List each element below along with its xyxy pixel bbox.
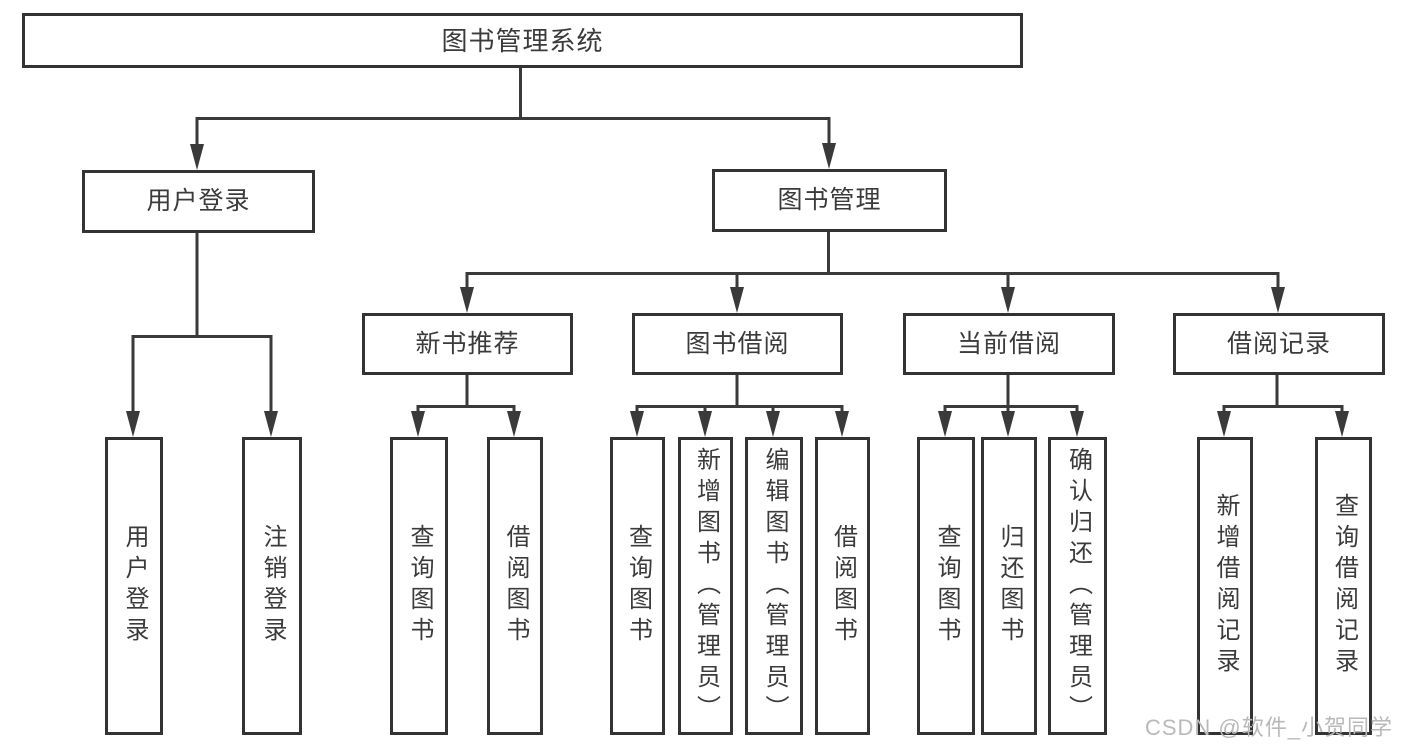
node-label: 用户登录	[121, 524, 148, 648]
csdn-watermark: CSDN @软件_小贺同学	[1144, 715, 1393, 740]
node-leaf-add-borrow-record: 新增借阅记录	[1197, 437, 1253, 735]
node-leaf-query-borrow-record: 查询借阅记录	[1315, 437, 1372, 735]
node-book-mgmt-system: 图书管理系统	[22, 13, 1023, 68]
node-leaf-return-book: 归还图书	[981, 437, 1037, 735]
node-book-borrow: 图书借阅	[632, 313, 843, 375]
node-label: 借阅图书	[502, 524, 529, 648]
node-label: 查询借阅记录	[1330, 493, 1358, 679]
node-label: 查询图书	[406, 524, 433, 648]
node-user-login: 用户登录	[82, 170, 315, 233]
node-label: 图书管理	[777, 186, 882, 214]
node-label: 确认归还（管理员）	[1064, 446, 1092, 726]
node-borrow-record: 借阅记录	[1173, 313, 1385, 375]
node-label: 新增图书（管理员）	[692, 446, 720, 726]
node-new-book-rec: 新书推荐	[362, 313, 573, 375]
node-label: 用户登录	[146, 187, 251, 215]
node-label: 编辑图书（管理员）	[761, 446, 788, 726]
node-leaf-borrow-books-borrow: 借阅图书	[815, 437, 870, 735]
node-label: 注销登录	[259, 524, 286, 648]
node-label: 新书推荐	[415, 329, 520, 358]
node-leaf-confirm-return-admin: 确认归还（管理员）	[1048, 437, 1107, 735]
node-leaf-query-books-current: 查询图书	[917, 437, 975, 735]
node-leaf-borrow-books-newrec: 借阅图书	[487, 437, 543, 735]
node-label: 图书管理系统	[441, 25, 604, 56]
node-current-borrow: 当前借阅	[903, 313, 1115, 375]
node-label: 查询图书	[933, 524, 960, 648]
node-label: 归还图书	[996, 524, 1023, 648]
node-label: 新增借阅记录	[1212, 493, 1239, 679]
node-leaf-logout: 注销登录	[242, 437, 302, 735]
node-leaf-add-book-admin: 新增图书（管理员）	[678, 437, 733, 735]
node-label: 借阅图书	[829, 524, 857, 648]
node-leaf-user-login: 用户登录	[105, 437, 163, 735]
node-label: 图书借阅	[685, 329, 790, 358]
node-leaf-query-books-newrec: 查询图书	[390, 437, 448, 735]
node-label: 借阅记录	[1226, 329, 1331, 358]
arrowheads	[126, 143, 1349, 437]
node-label: 查询图书	[624, 524, 652, 648]
node-label: 当前借阅	[956, 329, 1061, 358]
node-book-mgmt: 图书管理	[712, 169, 947, 232]
node-leaf-query-books-borrow: 查询图书	[610, 437, 665, 735]
node-leaf-edit-book-admin: 编辑图书（管理员）	[745, 437, 803, 735]
